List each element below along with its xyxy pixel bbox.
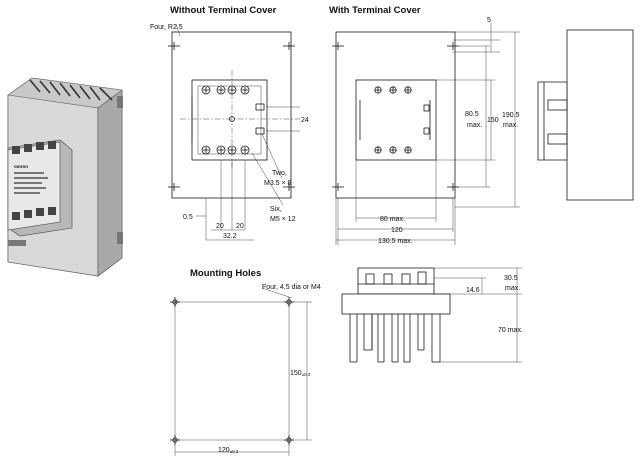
dim-20-b: 20 [236, 223, 244, 230]
dim-190-5-max: max. [503, 122, 518, 129]
dim-150-right: 150 [487, 117, 499, 124]
dim-5: 5 [487, 17, 491, 24]
dim-30-5-max: max. [505, 285, 520, 292]
hole-markers [170, 297, 294, 445]
dim-190-5: 190.5 [502, 112, 520, 119]
label-six-m5-size: M5 × 12 [270, 216, 296, 223]
mounting-holes-view: Four, 4.5 dia or M4 150±0.3 120±0.3 [170, 284, 321, 456]
dim-32-2: 32.2 [223, 233, 237, 240]
dim-120-tol: 120±0.3 [218, 447, 239, 454]
dim-130-5-max: 130.5 max. [378, 238, 413, 245]
title-mounting-holes: Mounting Holes [190, 268, 261, 279]
label-four-r25: Four, R2.5 [150, 24, 183, 31]
dim-14-6: 14.6 [466, 287, 480, 294]
label-two-m35: Two, [272, 170, 287, 177]
dim-30-5: 30.5 [504, 275, 518, 282]
dim-70-max: 70 max. [498, 327, 523, 334]
dim-80-max: 80 max. [380, 216, 405, 223]
title-without-cover: Without Terminal Cover [170, 5, 277, 16]
dim-120: 120 [391, 227, 403, 234]
dim-80-5-max: max. [467, 122, 482, 129]
product-photo: omron [7, 77, 123, 277]
heatsink-side-view: 30.5 max. 14.6 70 max. [341, 267, 523, 363]
label-six-m5: Six, [270, 206, 282, 213]
dim-24: 24 [301, 117, 309, 124]
label-four-hole: Four, 4.5 dia or M4 [262, 284, 321, 291]
title-with-cover: With Terminal Cover [329, 5, 421, 16]
dim-0-5: 0.5 [183, 214, 193, 221]
side-view [537, 29, 634, 201]
front-view-with-cover: 5 80.5 max. 150 190.5 max. [332, 17, 520, 245]
dim-20-a: 20 [216, 223, 224, 230]
dim-150-tol: 150±0.3 [290, 370, 311, 377]
label-two-m35-size: M3.5 × 8 [264, 180, 292, 187]
front-view-without-cover: 24 Four, R2.5 Two, M3.5 × 8 Six, M5 × 12… [150, 23, 309, 241]
dim-80-5: 80.5 [465, 111, 479, 118]
brand-text: omron [14, 164, 28, 169]
